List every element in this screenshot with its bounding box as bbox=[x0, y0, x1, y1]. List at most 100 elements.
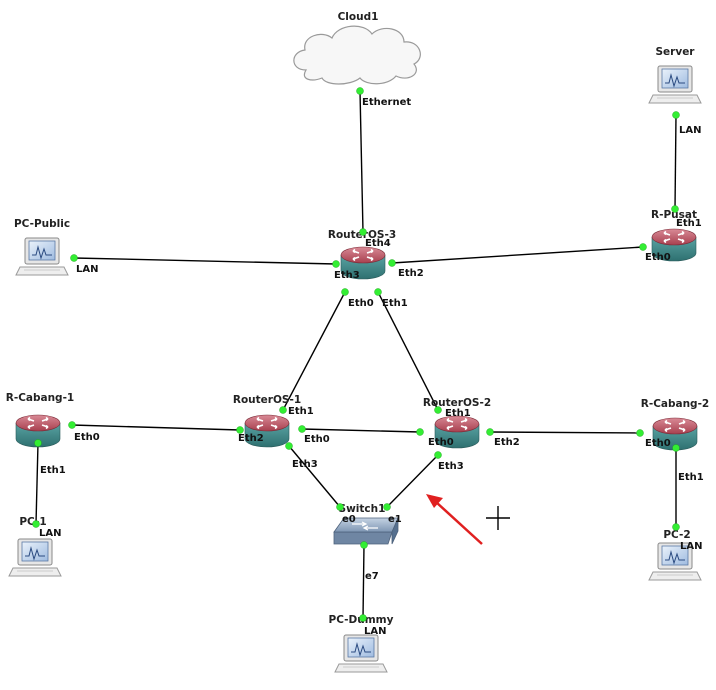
port-label-r2-eth2: Eth2 bbox=[494, 437, 520, 448]
port-label-r1-eth0: Eth0 bbox=[304, 434, 330, 445]
port-label-r2-eth1: Eth1 bbox=[445, 408, 471, 419]
crosshair-cursor-icon bbox=[486, 506, 510, 530]
port-label-sw-e0: e0 bbox=[342, 514, 356, 525]
port-dot bbox=[486, 428, 494, 436]
port-label-rc1-eth0: Eth0 bbox=[74, 432, 100, 443]
port-label-r1-eth2: Eth2 bbox=[238, 433, 264, 444]
port-label-rc2-eth1: Eth1 bbox=[678, 472, 704, 483]
switch1-node[interactable]: Switch1 bbox=[333, 503, 399, 545]
node-label-routeros-2: RouterOS-2 bbox=[423, 397, 491, 409]
link-routeros1-routeros2[interactable] bbox=[301, 428, 421, 433]
port-dot bbox=[672, 523, 680, 531]
port-dot bbox=[636, 429, 644, 437]
node-label-pc-2: PC-2 bbox=[663, 529, 690, 541]
node-label-r-cabang-2: R-Cabang-2 bbox=[641, 398, 710, 410]
port-label-r2-eth0: Eth0 bbox=[428, 437, 454, 448]
port-label-r1-eth1: Eth1 bbox=[288, 406, 314, 417]
pc-dummy-node[interactable]: PC-Dummy bbox=[329, 614, 394, 673]
port-dot bbox=[341, 288, 349, 296]
link-routeros1-switch1[interactable] bbox=[288, 445, 341, 508]
pc-icon bbox=[15, 237, 69, 276]
port-dot bbox=[639, 243, 647, 251]
node-label-r-cabang-1: R-Cabang-1 bbox=[6, 392, 75, 404]
port-dot bbox=[434, 451, 442, 459]
port-dots bbox=[32, 87, 680, 622]
node-label-switch1: Switch1 bbox=[339, 503, 386, 515]
link-routeros3-rpusat[interactable] bbox=[391, 246, 644, 264]
port-dot bbox=[236, 426, 244, 434]
r-cabang-1-node[interactable]: R-Cabang-1 bbox=[6, 392, 75, 448]
port-dot bbox=[336, 503, 344, 511]
port-dot bbox=[383, 503, 391, 511]
link-pcpublic-routeros3[interactable] bbox=[73, 257, 337, 265]
port-dot bbox=[70, 254, 78, 262]
pc-2-node[interactable]: PC-2 bbox=[648, 529, 702, 581]
routeros-2-node[interactable]: RouterOS-2 bbox=[423, 397, 491, 449]
port-dot bbox=[359, 228, 367, 236]
link-routeros3-routeros1[interactable] bbox=[282, 291, 346, 411]
port-dot bbox=[68, 421, 76, 429]
link-server-rpusat[interactable] bbox=[674, 114, 677, 210]
pc-icon bbox=[334, 634, 388, 673]
port-dot bbox=[285, 442, 293, 450]
port-dot bbox=[374, 288, 382, 296]
cloud1-node[interactable]: Cloud1 bbox=[293, 11, 421, 85]
node-label-pc-public: PC-Public bbox=[14, 218, 70, 230]
port-label-r3-eth4: Eth4 bbox=[365, 238, 391, 249]
port-label-r3-eth2: Eth2 bbox=[398, 268, 424, 279]
link-routeros2-switch1[interactable] bbox=[386, 454, 439, 508]
port-dot bbox=[388, 259, 396, 267]
r-pusat-node[interactable]: R-Pusat bbox=[651, 209, 697, 262]
routeros-1-node[interactable]: RouterOS-1 bbox=[233, 394, 301, 448]
server-node[interactable]: Server bbox=[648, 46, 702, 104]
link-switch1-pcdummy[interactable] bbox=[362, 544, 365, 619]
port-dot bbox=[298, 425, 306, 433]
link-routeros3-routeros2[interactable] bbox=[377, 291, 439, 411]
link-rcabang1-routeros1[interactable] bbox=[71, 424, 241, 431]
port-dot bbox=[332, 260, 340, 268]
pc-public-node[interactable]: PC-Public bbox=[14, 218, 70, 276]
node-label-server: Server bbox=[655, 46, 695, 58]
r-cabang-2-node[interactable]: R-Cabang-2 bbox=[641, 398, 710, 451]
link-cloud1-routeros3[interactable] bbox=[359, 90, 364, 233]
port-label-r3-eth0: Eth0 bbox=[348, 298, 374, 309]
node-label-cloud1: Cloud1 bbox=[338, 11, 379, 23]
port-label-sw-e7: e7 bbox=[365, 571, 379, 582]
port-labels: Ethernet LAN Eth1 Eth0 Eth4 Eth3 Eth2 Et… bbox=[39, 97, 704, 637]
port-label-server-lan: LAN bbox=[679, 125, 701, 136]
port-dot bbox=[672, 111, 680, 119]
node-label-r-pusat: R-Pusat bbox=[651, 209, 697, 221]
pc-icon bbox=[648, 65, 702, 104]
link-routeros2-rcabang2[interactable] bbox=[489, 431, 641, 434]
port-label-sw-e1: e1 bbox=[388, 514, 402, 525]
switch-icon bbox=[333, 517, 399, 545]
port-label-pc1-lan: LAN bbox=[39, 528, 61, 539]
port-label-r3-eth1: Eth1 bbox=[382, 298, 408, 309]
port-label-pcpublic-lan: LAN bbox=[76, 264, 98, 275]
port-label-r3-eth3: Eth3 bbox=[334, 270, 360, 281]
port-label-rpusat-eth1: Eth1 bbox=[676, 218, 702, 229]
port-dot bbox=[360, 541, 368, 549]
port-dot bbox=[434, 406, 442, 414]
port-label-rc2-eth0: Eth0 bbox=[645, 438, 671, 449]
port-dot bbox=[356, 87, 364, 95]
node-label-routeros-1: RouterOS-1 bbox=[233, 394, 301, 406]
port-label-rpusat-eth0: Eth0 bbox=[645, 252, 671, 263]
port-label-cloud-ethernet: Ethernet bbox=[362, 97, 411, 108]
pc-icon bbox=[8, 538, 62, 577]
port-dot bbox=[416, 428, 424, 436]
link-rcabang1-pc1[interactable] bbox=[35, 442, 39, 525]
port-dot bbox=[671, 205, 679, 213]
red-arrow-icon bbox=[426, 494, 483, 545]
port-label-pc2-lan: LAN bbox=[680, 541, 702, 552]
port-label-rc1-eth1: Eth1 bbox=[40, 465, 66, 476]
port-label-r1-eth3: Eth3 bbox=[292, 459, 318, 470]
port-dot bbox=[34, 439, 42, 447]
port-label-r2-eth3: Eth3 bbox=[438, 461, 464, 472]
links-layer bbox=[35, 90, 677, 619]
port-dot bbox=[279, 406, 287, 414]
port-dot bbox=[359, 614, 367, 622]
cloud-icon bbox=[293, 25, 421, 85]
port-label-pcdummy-lan: LAN bbox=[364, 626, 386, 637]
